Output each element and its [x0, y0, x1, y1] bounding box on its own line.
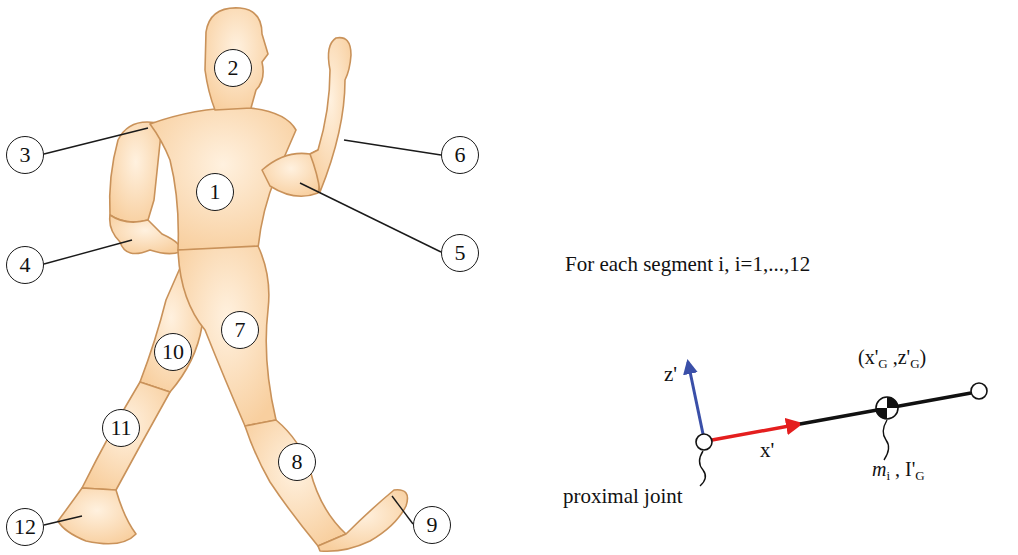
caption-text: For each segment i, i=1,...,12	[565, 252, 810, 277]
subscript-text: G	[878, 356, 887, 371]
callout-circle: 6	[441, 136, 479, 174]
subscript-text: G	[910, 356, 919, 371]
mass-inertia-label: mi , I'G	[872, 458, 925, 484]
callout-number: 2	[228, 57, 239, 79]
callout-circle: 11	[102, 409, 140, 447]
label-text: x'	[760, 438, 774, 462]
label-text: ,z'	[888, 346, 910, 368]
callout-circle: 2	[214, 49, 252, 87]
callout-number: 9	[427, 514, 438, 536]
axis-label: x'	[760, 438, 774, 463]
subscript-text: i	[886, 468, 890, 483]
label-text: For each segment i, i=1,...,12	[565, 252, 810, 276]
callout-number: 7	[235, 319, 246, 341]
callout-circle: 3	[6, 136, 44, 174]
human-figure	[58, 8, 408, 551]
callout-number: 6	[455, 144, 466, 166]
joint-label: proximal joint	[563, 484, 683, 509]
label-text: , I'	[890, 458, 915, 480]
callout-number: 5	[455, 242, 466, 264]
label-text: m	[872, 458, 886, 480]
label-text: proximal joint	[563, 484, 683, 508]
callout-circle: 4	[6, 246, 44, 284]
callout-circle: 5	[441, 234, 479, 272]
label-text: )	[920, 346, 927, 368]
callout-circle: 8	[278, 443, 316, 481]
callout-circle: 10	[154, 333, 192, 371]
callout-circle: 9	[413, 506, 451, 544]
axis-label: z'	[664, 362, 677, 387]
leader-lines	[44, 128, 441, 525]
centroid-label: (x'G ,z'G)	[858, 346, 926, 372]
label-text: z'	[664, 362, 677, 386]
callout-number: 12	[14, 516, 36, 538]
callout-number: 3	[20, 144, 31, 166]
callout-number: 4	[20, 254, 31, 276]
callout-circle: 7	[221, 311, 259, 349]
callout-number: 1	[210, 181, 221, 203]
callout-number: 8	[292, 451, 303, 473]
callout-number: 11	[110, 417, 131, 439]
subscript-text: G	[915, 468, 924, 483]
label-text: (x'	[858, 346, 878, 368]
segment-model	[688, 362, 987, 486]
callout-circle: 12	[6, 508, 44, 546]
callout-number: 10	[162, 341, 184, 363]
callout-circle: 1	[196, 173, 234, 211]
